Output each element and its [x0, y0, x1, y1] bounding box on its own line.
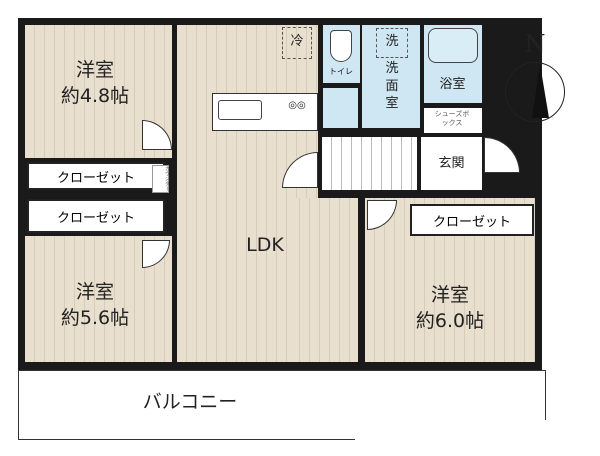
closet-label: クローゼット [56, 210, 135, 226]
north-arrow-icon [532, 64, 549, 118]
bathtub-icon [428, 28, 478, 63]
western-room-3-label: 洋室約6.0帖 [395, 283, 505, 334]
kitchen-counter [212, 93, 318, 131]
bathroom-label: 浴室 [439, 77, 466, 92]
compass [505, 62, 565, 122]
shoe-box [424, 108, 482, 133]
entrance-label: 玄関 [438, 156, 465, 171]
closet-1[interactable]: クローゼット [27, 162, 165, 190]
counter [152, 165, 169, 193]
closet-2[interactable]: クローゼット [27, 199, 165, 233]
sink [218, 100, 262, 120]
room-name: 洋室 [430, 284, 469, 306]
room-size: 約4.8帖 [60, 84, 130, 107]
counter-label: カウンター [164, 166, 170, 191]
fridge-space [282, 27, 312, 59]
hallway [322, 137, 417, 190]
fridge-label: 冷 [290, 34, 304, 49]
washroom-label: 洗面室 [385, 61, 399, 112]
room-size: 約6.0帖 [415, 309, 485, 332]
door[interactable] [142, 240, 170, 268]
washer-space [376, 28, 408, 58]
toilet-label: トイレ [329, 67, 353, 76]
room-name: 洋室 [75, 281, 114, 303]
ldk-label: LDK [246, 234, 284, 256]
washer-label: 洗 [385, 34, 399, 49]
closet-label: クローゼット [432, 214, 511, 230]
washroom-main [362, 25, 420, 128]
washroom [323, 88, 358, 128]
western-room-1-label: 洋室約4.8帖 [45, 58, 145, 109]
closet-label: クローゼット [56, 170, 135, 186]
toilet-bowl-icon [330, 30, 352, 62]
room-name: 洋室 [75, 59, 114, 81]
entrance [421, 137, 482, 190]
room-size: 約5.6帖 [60, 306, 130, 329]
compass-label: N [524, 30, 546, 58]
stove-icon: ◎◎ [288, 100, 306, 111]
ldk-extension [290, 198, 358, 362]
shoe-box-label: シューズボックス [434, 110, 470, 128]
balcony-notch [355, 420, 547, 445]
balcony-label: バルコニー [142, 391, 238, 413]
closet-3[interactable]: クローゼット [410, 204, 534, 236]
western-room-2-label: 洋室約5.6帖 [45, 280, 145, 331]
